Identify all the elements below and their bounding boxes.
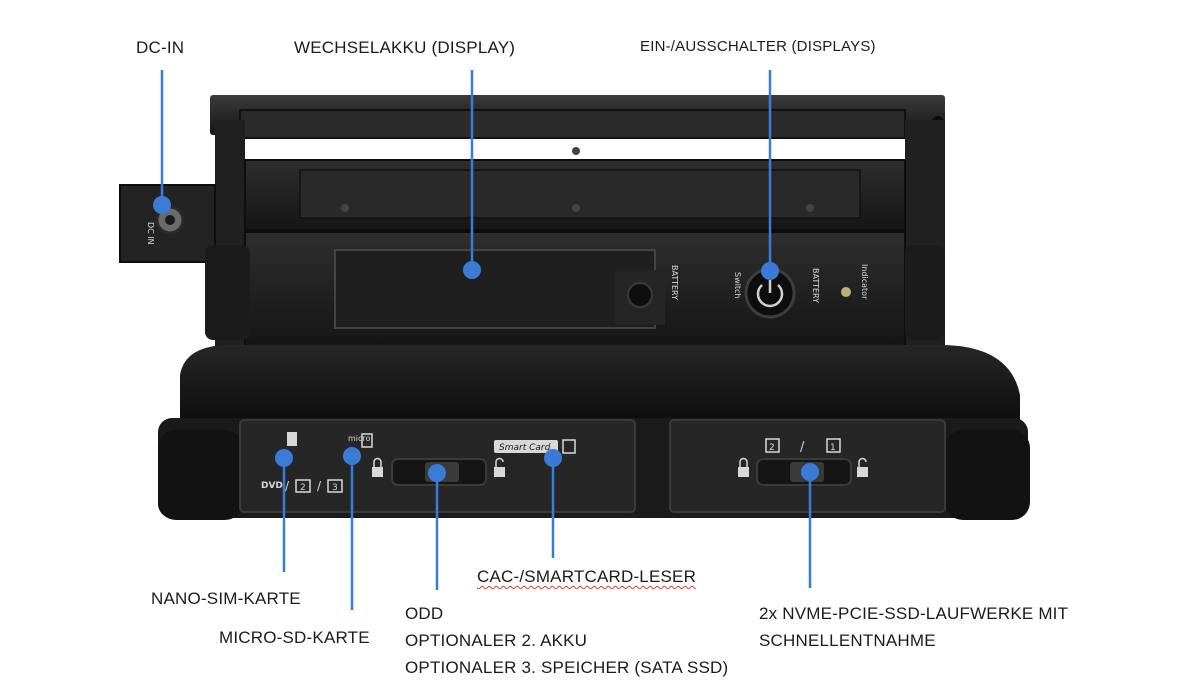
label-micro-sd: MICRO-SD-KARTE xyxy=(219,628,370,647)
label-smartcard-text: CAC-/SMARTCARD-LESER xyxy=(477,567,697,586)
battery-latch[interactable] xyxy=(627,282,653,308)
bay-1-marking: 1 xyxy=(830,443,836,453)
slot-2-marking: 2 xyxy=(300,483,306,493)
bay-2-marking: 2 xyxy=(769,443,775,453)
unlock-icon xyxy=(494,457,505,477)
callout-nano-sim xyxy=(275,449,293,572)
lock-icon xyxy=(372,457,383,477)
label-nvme-line-2: SCHNELLENTNAHME xyxy=(759,631,936,650)
label-dc-in: DC-IN xyxy=(136,38,185,57)
unlock-icon xyxy=(857,457,868,477)
callout-power-switch xyxy=(761,70,779,280)
label-nano-sim: NANO-SIM-KARTE xyxy=(151,589,301,608)
callouts xyxy=(153,70,819,610)
indicator-led xyxy=(841,287,851,297)
svg-text:/: / xyxy=(285,479,290,493)
battery-marking-right: BATTERY xyxy=(811,268,820,303)
indicator-marking: Indicator xyxy=(860,264,869,300)
switch-marking: Switch xyxy=(733,272,742,298)
label-swappable-battery: WECHSELAKKU (DISPLAY) xyxy=(294,38,516,57)
callout-dc-in xyxy=(153,70,171,214)
label-nvme-line-1: 2x NVME-PCIE-SSD-LAUFWERKE MIT xyxy=(759,604,1069,623)
base-housing xyxy=(180,345,1020,420)
power-icon xyxy=(756,280,784,308)
callout-micro-sd xyxy=(343,447,361,610)
battery-door[interactable] xyxy=(334,249,656,329)
dvd-marking: DVD xyxy=(261,481,283,491)
micro-sd-icon: micro xyxy=(348,433,373,448)
smartcard-marking: Smart Card xyxy=(499,443,551,453)
svg-text:micro: micro xyxy=(348,434,371,443)
slot-3-marking: 3 xyxy=(332,483,338,493)
label-odd: ODD OPTIONALER 2. AKKU OPTIONALER 3. SPE… xyxy=(405,600,728,681)
label-odd-line-3: OPTIONALER 3. SPEICHER (SATA SSD) xyxy=(405,658,729,677)
callout-smartcard xyxy=(544,449,562,558)
label-nvme: 2x NVME-PCIE-SSD-LAUFWERKE MIT SCHNELLEN… xyxy=(759,600,1068,654)
sim-card-icon xyxy=(287,432,297,446)
svg-text:/: / xyxy=(317,479,322,493)
dc-in-marking: DC IN xyxy=(146,222,155,245)
device-body: DC IN BATTERY Switch BATTERY Indicator xyxy=(119,95,1030,520)
callout-odd xyxy=(428,464,446,590)
label-smartcard: CAC-/SMARTCARD-LESER xyxy=(477,567,696,587)
label-odd-line-2: OPTIONALER 2. AKKU xyxy=(405,631,588,650)
label-odd-line-1: ODD xyxy=(405,604,444,623)
label-power-switch: EIN-/AUSSCHALTER (DISPLAYS) xyxy=(640,38,876,55)
bay-separator: / xyxy=(800,440,805,455)
lock-icon xyxy=(738,457,749,477)
callout-nvme xyxy=(801,463,819,588)
smartcard-icon xyxy=(494,440,558,453)
battery-marking-left: BATTERY xyxy=(670,265,679,300)
callout-battery xyxy=(463,70,481,279)
